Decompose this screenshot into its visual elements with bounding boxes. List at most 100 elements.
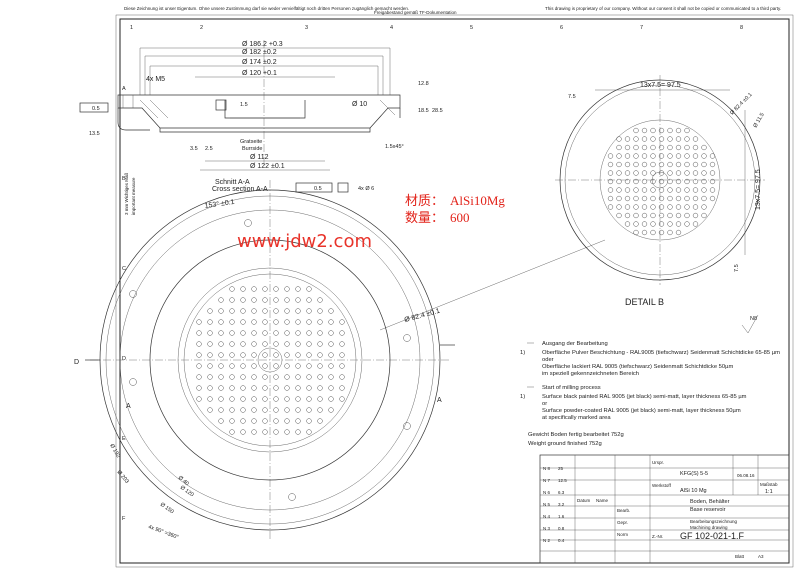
perforation-hole <box>692 204 699 210</box>
perforation-hole <box>251 363 257 369</box>
perforation-hole <box>251 297 257 303</box>
tb-col-norm: Norm <box>617 532 628 537</box>
perforation-hole <box>709 187 716 193</box>
grid-row-labels: A B C D E F <box>122 86 126 522</box>
perforation-hole <box>317 418 323 424</box>
perforation-hole <box>684 221 690 227</box>
grid-col: 1 <box>130 25 133 31</box>
perforation-hole <box>667 187 673 193</box>
material-overlay: 材质： AlSi10Mg 数量： 600 www.jdw2.com <box>237 193 505 252</box>
perforation-hole <box>667 229 673 236</box>
perforation-hole <box>339 396 345 402</box>
tb-material-head: Werkstoff <box>652 483 672 488</box>
perforation-hole <box>262 308 268 314</box>
perforation-hole <box>196 374 202 380</box>
perforation-hole <box>339 363 345 369</box>
grid-row: C <box>122 266 126 272</box>
roughness-value: 25 <box>558 466 564 471</box>
perforation-hole <box>262 396 268 402</box>
perforation-hole <box>317 330 323 336</box>
perforation-hole <box>284 418 290 424</box>
perforation-hole <box>607 187 614 193</box>
perforation-hole <box>658 204 665 210</box>
vertical-note-en: important measure <box>131 177 136 215</box>
perforation-hole <box>284 385 290 391</box>
perforation-hole <box>251 319 257 325</box>
perforation-hole <box>207 308 213 314</box>
note-de-3: Oberfläche lackiert RAL 9005 (tiefschwar… <box>542 364 733 370</box>
section-title-de: Schnitt A-A <box>215 179 250 186</box>
perforation-hole <box>675 204 682 210</box>
perforation-hole <box>218 297 224 303</box>
perforation-hole <box>295 385 301 391</box>
perforation-hole <box>692 153 699 159</box>
header-note-left: Diese Zeichnung ist unser Eigentum. Ohne… <box>124 6 409 11</box>
perforation-hole <box>284 363 290 369</box>
perforation-hole <box>328 385 334 391</box>
surface-symbol: N8 <box>750 316 757 322</box>
perforation-hole <box>658 187 665 193</box>
perforation-hole <box>633 221 639 227</box>
grid-col: 7 <box>640 25 643 31</box>
perforation-hole <box>701 187 707 193</box>
perforation-hole <box>616 212 622 219</box>
perforation-hole <box>650 127 656 134</box>
perforation-hole <box>641 212 648 219</box>
dim-122: Ø 122 ±0.1 <box>250 163 285 170</box>
perforation-hole <box>328 319 334 325</box>
note-de-4: im speziell gekennzeichneten Bereich <box>542 371 639 377</box>
perforation-hole <box>616 178 622 185</box>
perforation-hole <box>650 195 656 202</box>
perforation-hole <box>317 407 323 413</box>
perforation-hole <box>240 385 246 391</box>
dim-112: Ø 112 <box>250 154 269 161</box>
perforation-hole <box>667 195 673 202</box>
perforation-hole <box>295 297 301 303</box>
perforation-hole <box>218 396 224 402</box>
perforation-hole <box>328 308 334 314</box>
perforation-hole <box>633 212 639 219</box>
perforation-hole <box>262 341 268 347</box>
perforation-hole <box>306 341 312 347</box>
perforation-hole <box>684 204 690 210</box>
perforation-hole <box>701 204 707 210</box>
perforation-hole <box>339 319 345 325</box>
perforation-hole <box>229 396 235 402</box>
perforation-hole <box>684 178 690 185</box>
grid-col: 4 <box>390 25 393 31</box>
header-note-center: Freigabestand gemäß TF-Dokumentation <box>374 10 457 15</box>
perforation-hole <box>624 204 631 210</box>
perforation-hole <box>240 418 246 424</box>
perforation-hole <box>273 319 279 325</box>
perforation-hole <box>262 297 268 303</box>
roughness-grade: N 4 <box>543 514 551 519</box>
perforation-hole <box>667 136 673 142</box>
perforation-hole <box>207 341 213 347</box>
perforation-hole <box>196 341 202 347</box>
tb-col-name: Name <box>596 498 609 503</box>
perforation-hole <box>616 204 622 210</box>
perforation-hole <box>692 212 699 219</box>
perforation-hole <box>218 330 224 336</box>
perforation-hole <box>633 136 639 142</box>
perforation-hole <box>295 374 301 380</box>
dim-3-5: 3.5 <box>190 146 198 152</box>
perforation-hole <box>709 153 716 159</box>
detail-leader <box>379 239 606 331</box>
dim-18-5: 18.5 <box>418 108 429 114</box>
perforation-hole <box>240 363 246 369</box>
perforation-hole <box>207 330 213 336</box>
section-mark-c: D <box>74 359 79 366</box>
perforation-hole <box>273 286 279 292</box>
gdt-1-value: 0.5 <box>92 106 100 112</box>
weight-de: Gewicht Boden fertig bearbeitet 752g <box>528 432 624 438</box>
perforation-hole <box>240 319 246 325</box>
perforation-hole <box>684 161 690 168</box>
dim-2-5: 2.5 <box>205 146 213 152</box>
section-title-en: Cross section A-A <box>212 186 268 193</box>
perforation-hole <box>658 195 665 202</box>
perforation-hole <box>633 161 639 168</box>
grid-row: A <box>122 86 126 92</box>
perforation-hole <box>650 178 656 185</box>
